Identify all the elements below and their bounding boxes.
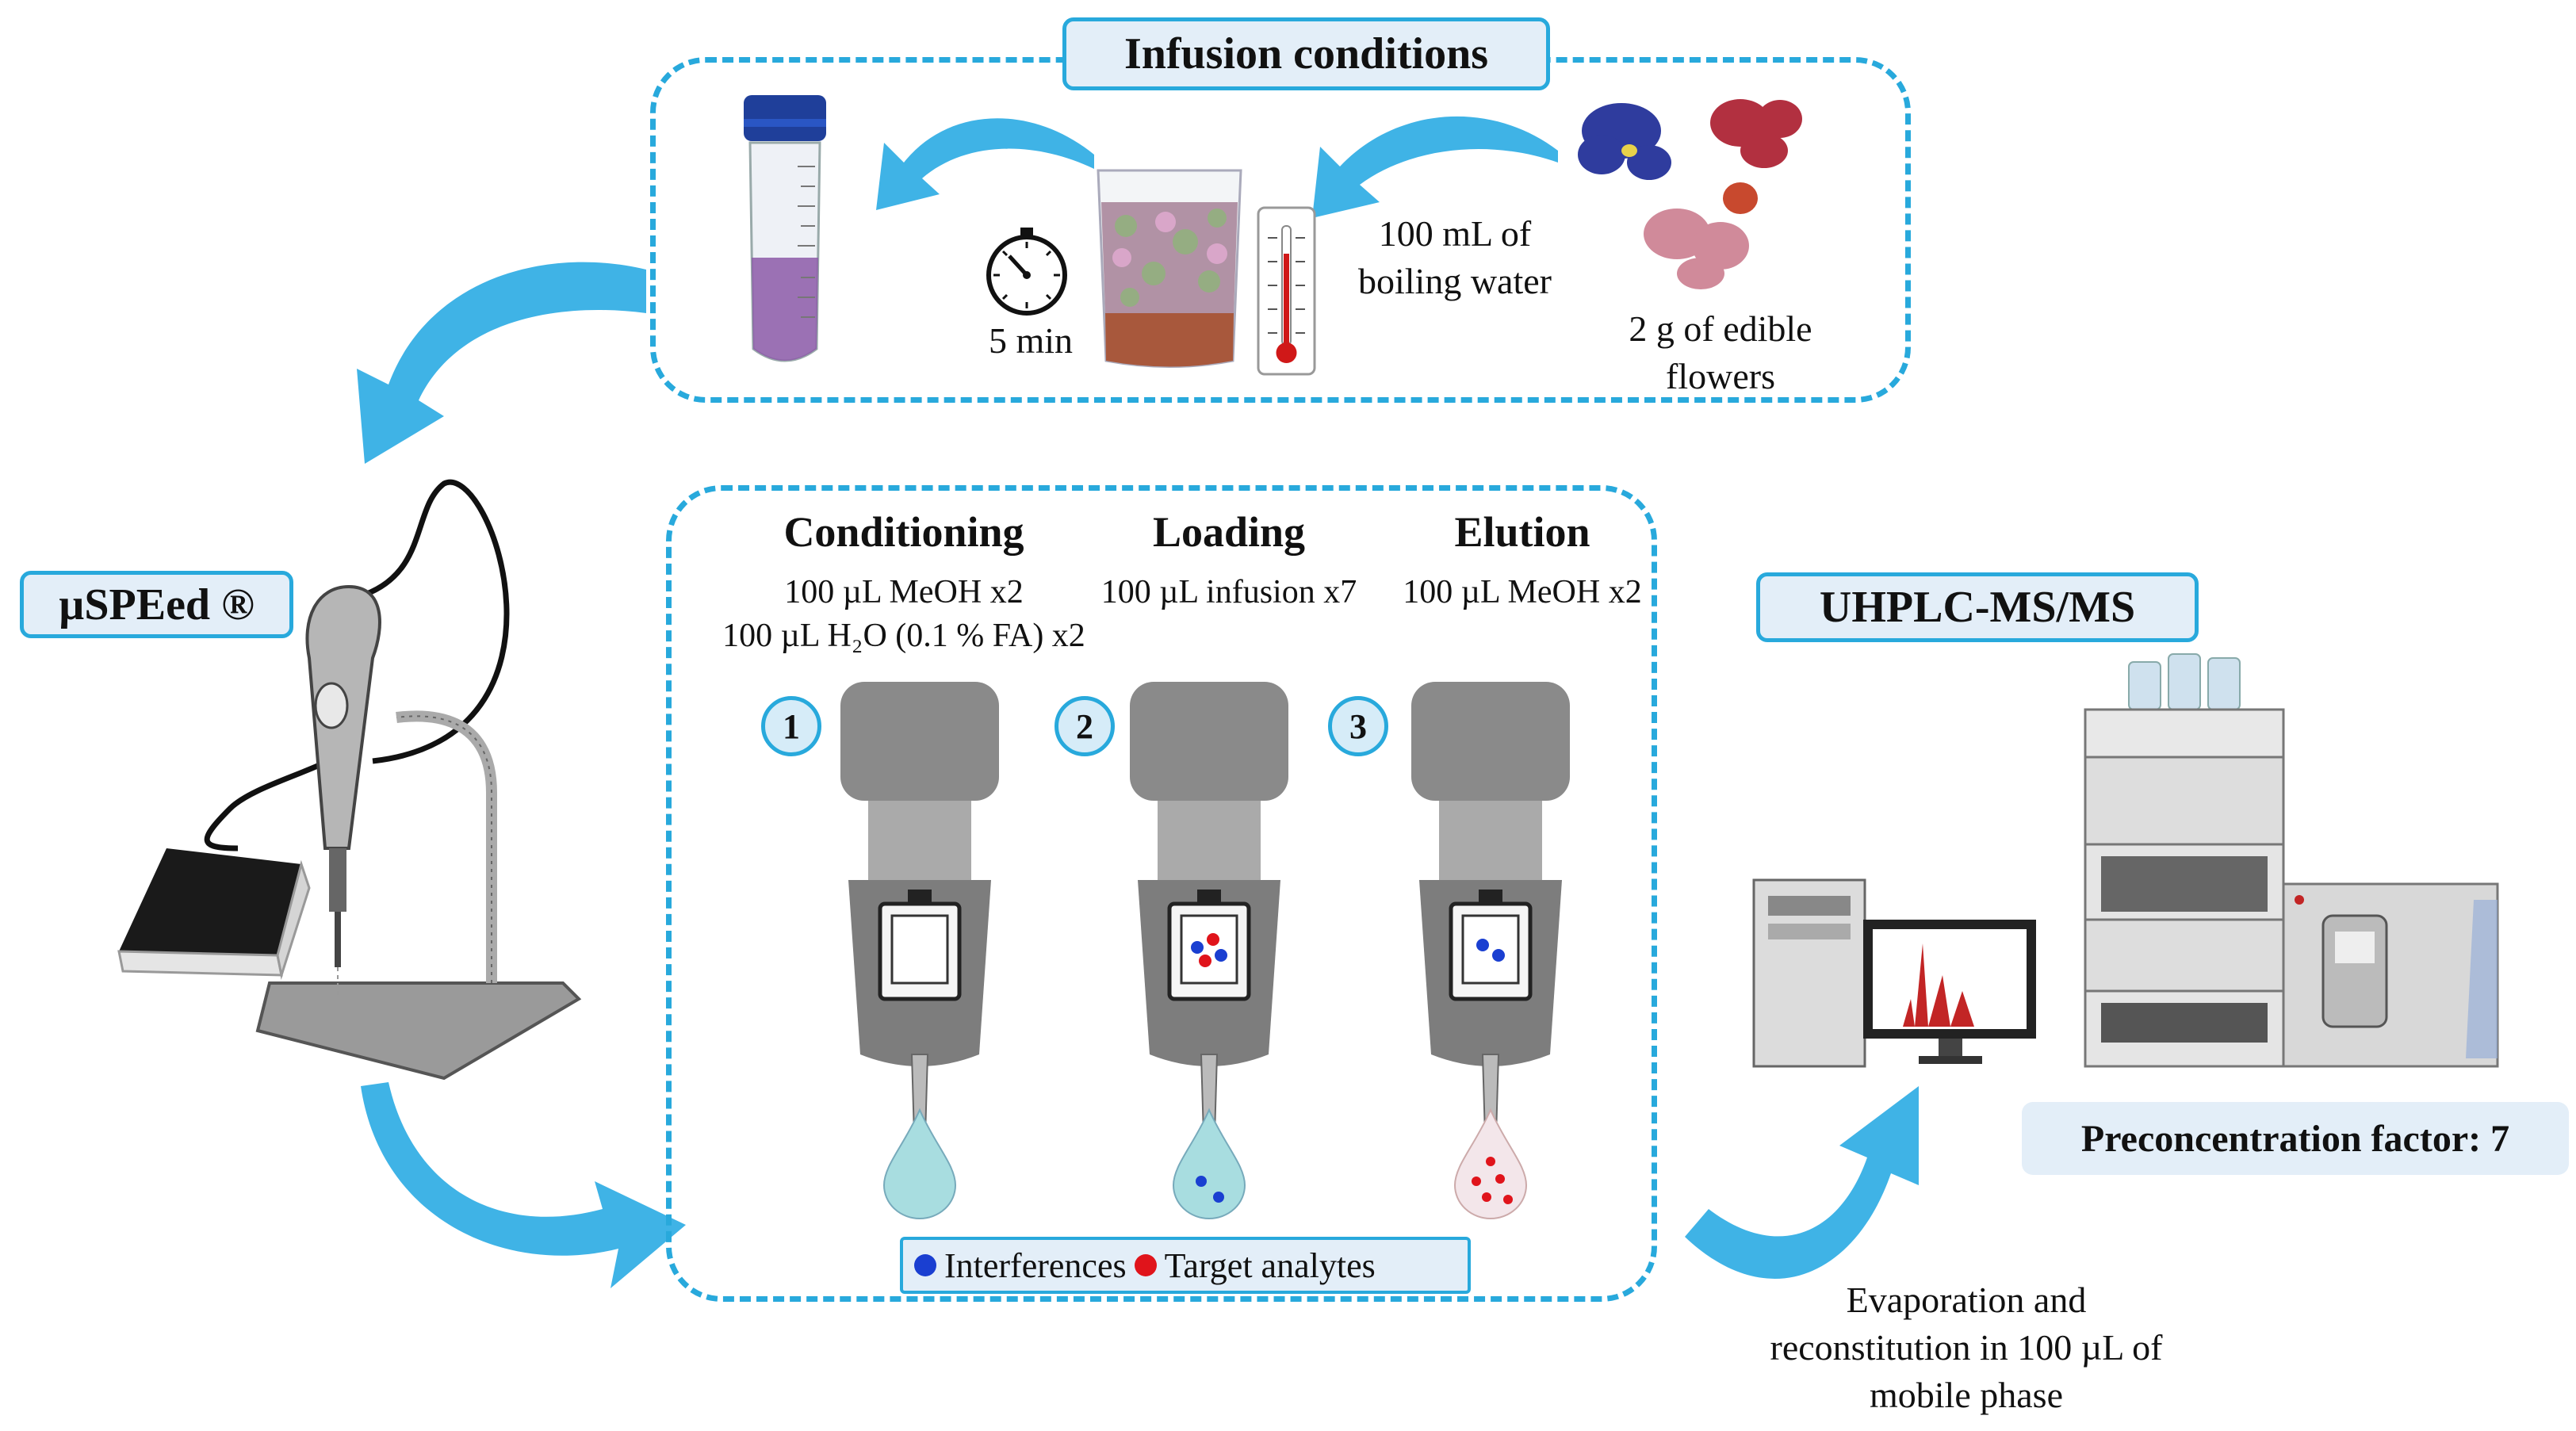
- computer-icon: [1752, 878, 2036, 1068]
- steps-panel: [666, 485, 1657, 1302]
- preconcentration-factor: Preconcentration factor: 7: [2022, 1102, 2569, 1175]
- spe-device-icon: [204, 479, 582, 1081]
- flowers-icon: [1578, 99, 1802, 289]
- step-2-number: 2: [1055, 696, 1115, 756]
- arrow-to-device: [357, 262, 646, 464]
- step-3-number: 3: [1328, 696, 1388, 756]
- beaker-icon: [1097, 169, 1242, 368]
- foot-pedal-icon: [117, 848, 311, 980]
- step-1-number: 1: [761, 696, 821, 756]
- legend-interferences: Interferences: [944, 1245, 1127, 1285]
- arrow-to-steps: [361, 1082, 686, 1288]
- step-2-line1: 100 µL infusion x7: [1100, 574, 1357, 610]
- pipette-tip-icon: [1411, 682, 1570, 1190]
- step-3-line1: 100 µL MeOH x2: [1403, 574, 1642, 610]
- legend: Interferences Target analytes: [900, 1237, 1471, 1294]
- step-2-title: Loading: [1152, 508, 1306, 556]
- water-label: 100 mL of boiling water: [1358, 213, 1552, 301]
- hplc-instrument-icon: [2084, 653, 2499, 1068]
- legend-targets: Target analytes: [1164, 1245, 1376, 1285]
- analysis-title: UHPLC-MS/MS: [1756, 572, 2199, 642]
- step-1-line2: 100 µL H₂O (0.1 % FA) x2: [722, 618, 1085, 654]
- infusion-title: Infusion conditions: [1062, 17, 1550, 90]
- evaporation-label: Evaporation and reconstitution in 100 µL…: [1770, 1280, 2163, 1415]
- target-dot: [1134, 1254, 1157, 1276]
- step-1-line1: 100 µL MeOH x2: [784, 574, 1024, 610]
- device-title: µSPEed ®: [20, 571, 293, 638]
- step-1-title: Conditioning: [783, 508, 1024, 556]
- droplet-icon: [1453, 1108, 1528, 1219]
- pipette-tip-icon: [1130, 682, 1288, 1190]
- pipette-tip-icon: [840, 682, 999, 1190]
- stopwatch-icon: [986, 228, 1067, 316]
- tube-icon: [744, 95, 826, 362]
- droplet-icon: [1172, 1108, 1246, 1219]
- arrow-to-analysis: [1685, 1086, 1919, 1279]
- flowers-label: 2 g of edible flowers: [1629, 308, 1812, 396]
- arrow-to-beaker: [1312, 116, 1558, 218]
- time-label: 5 min: [988, 320, 1074, 361]
- droplet-icon: [882, 1108, 957, 1219]
- step-3-title: Elution: [1454, 508, 1590, 556]
- interference-dot: [914, 1254, 936, 1276]
- arrow-to-tube: [876, 118, 1094, 210]
- thermometer-icon: [1257, 206, 1316, 376]
